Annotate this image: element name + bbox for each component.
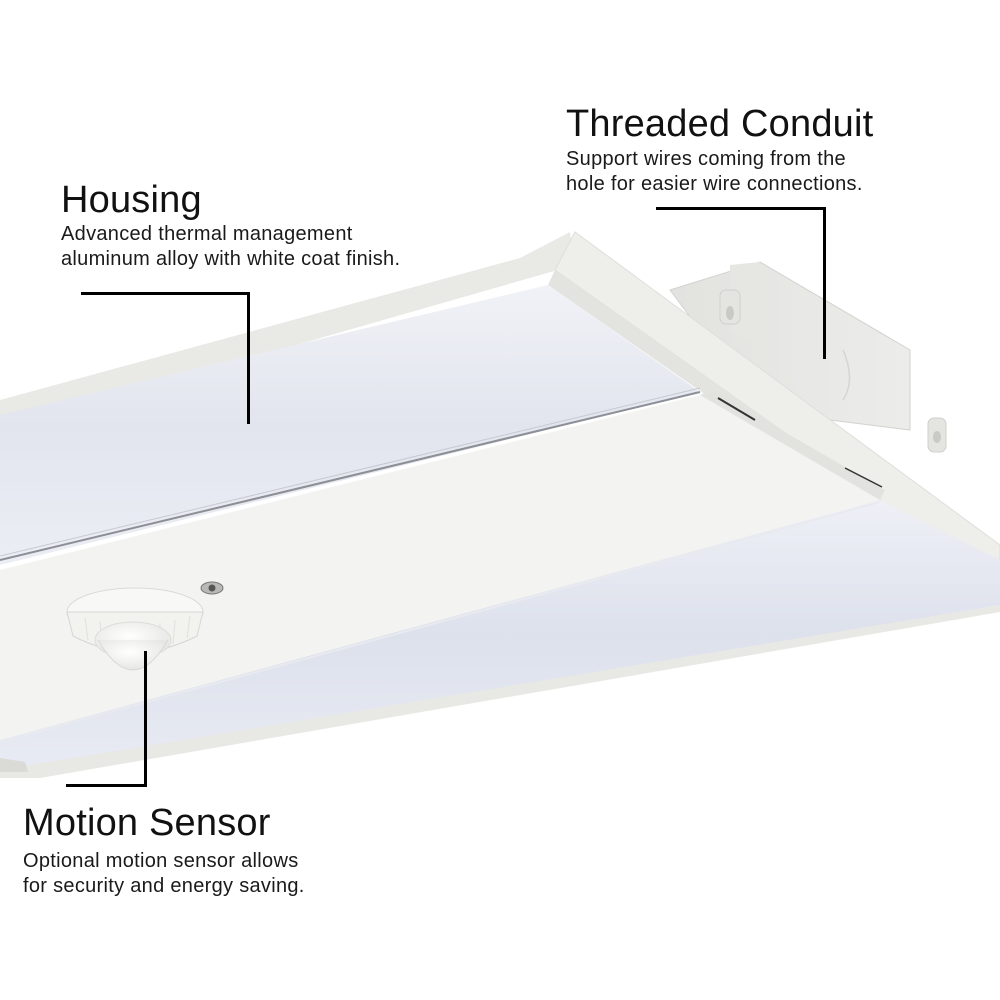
callout-description: hole for easier wire connections. xyxy=(566,173,863,195)
callout-title: Motion Sensor xyxy=(23,802,271,844)
conduit-leader-horizontal xyxy=(656,207,826,210)
rear-led-lens xyxy=(0,285,701,565)
callout-description: Optional motion sensor allows xyxy=(23,850,299,872)
callout-title: Housing xyxy=(61,179,202,221)
conduit-leader-vertical xyxy=(823,207,826,359)
callout-description: Support wires coming from the xyxy=(566,148,846,170)
callout-threaded-conduit: Threaded Conduit Support wires coming fr… xyxy=(566,104,873,197)
callout-motion-sensor: Motion Sensor Optional motion sensor all… xyxy=(23,803,305,899)
callout-description: for security and energy saving. xyxy=(23,875,305,897)
callout-housing: Housing Advanced thermal management alum… xyxy=(61,180,400,272)
motion-sensor-unit xyxy=(66,581,224,671)
housing-leader-vertical xyxy=(247,292,250,424)
junction-box xyxy=(669,261,947,453)
callout-description: Advanced thermal management xyxy=(61,223,353,245)
callout-description: aluminum alloy with white coat finish. xyxy=(61,248,401,270)
driver-panel xyxy=(0,390,885,740)
sensor-leader-horizontal xyxy=(66,784,147,787)
sensor-leader-vertical xyxy=(144,651,147,787)
housing-leader-horizontal xyxy=(81,292,250,295)
callout-title: Threaded Conduit xyxy=(566,103,874,145)
